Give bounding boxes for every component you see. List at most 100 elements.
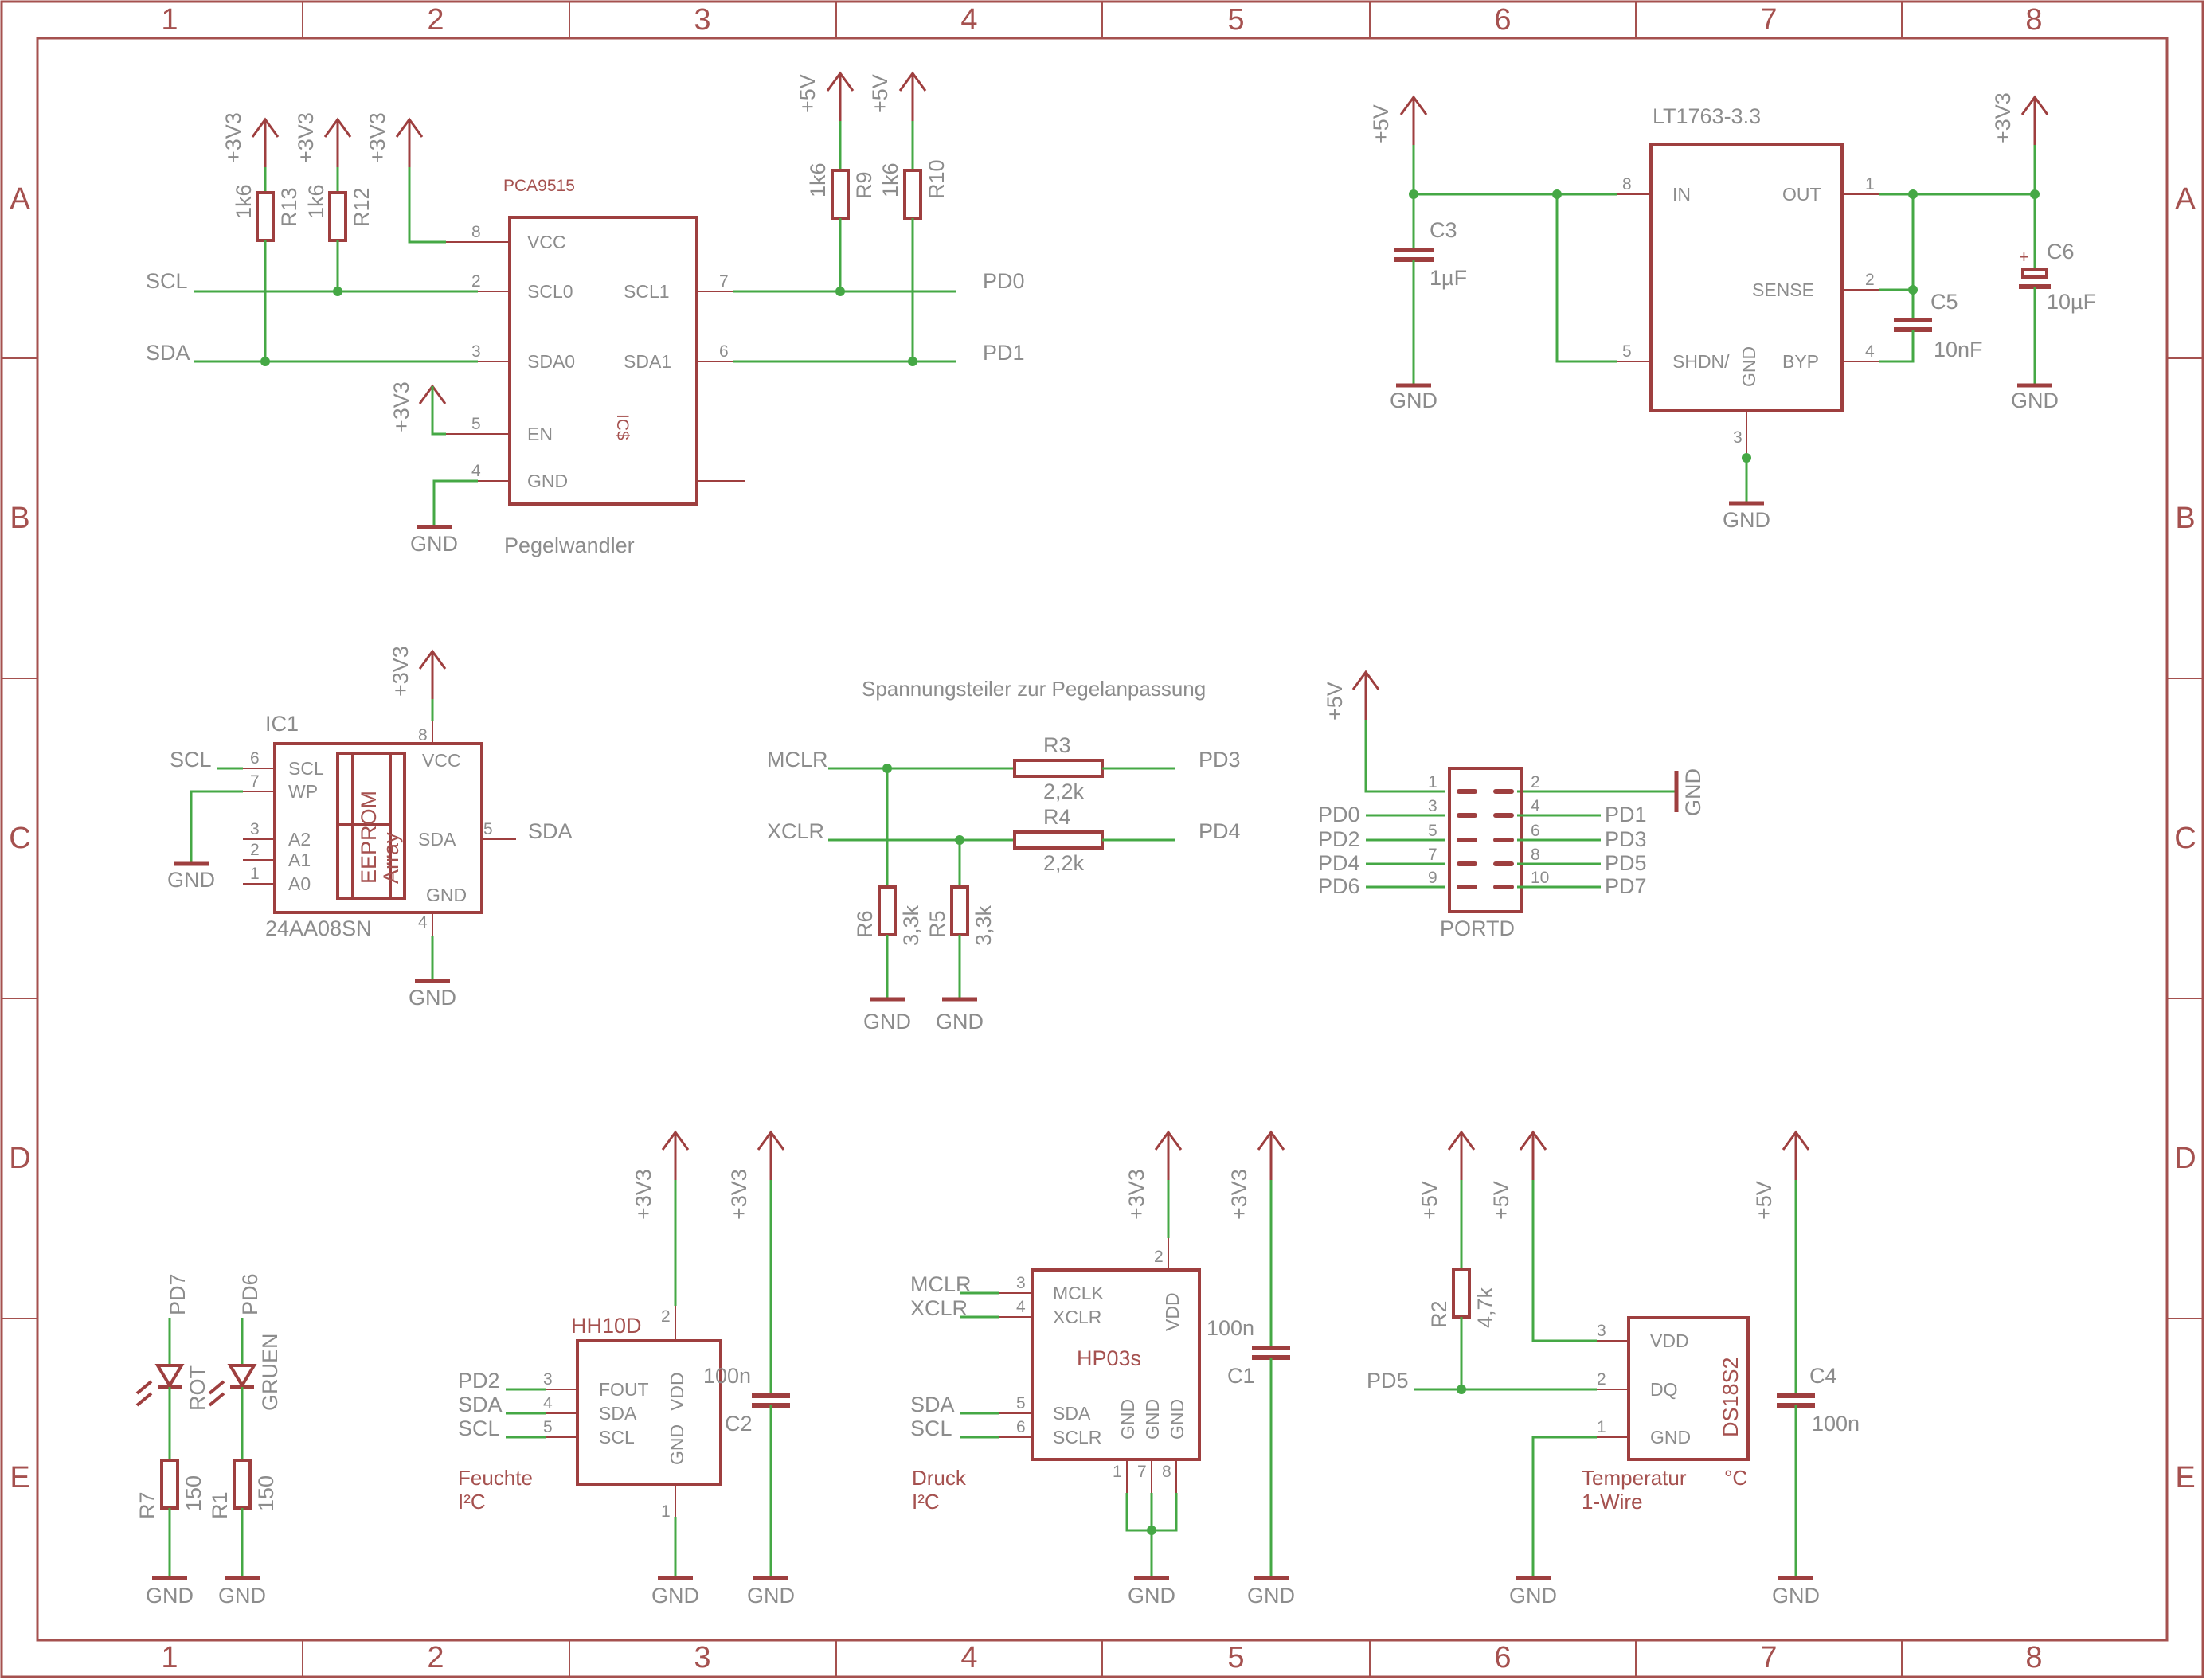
pin-name: SENSE [1752,279,1814,300]
portd-net-right: PD5 [1605,851,1647,875]
resistor-ref: R2 [1427,1300,1451,1328]
part-label: DS18S2 [1719,1357,1743,1437]
resistor-ref: R10 [925,159,949,199]
pin-name: GND [426,885,467,905]
pin-number: 3 [543,1370,553,1389]
led-gruen: PD6 GRUEN GND R1 150 [208,1273,282,1608]
part-ref: IC1 [265,712,299,736]
net-label-pd1: PD1 [983,341,1025,365]
col-label: 2 [427,3,444,37]
supply-label: +3V3 [221,112,245,163]
net-label: SDA [458,1393,503,1416]
net-label-pd3: PD3 [1199,748,1241,772]
portd-net-left: PD4 [1318,851,1360,875]
pin-name: GND [1142,1399,1163,1440]
pin-name: VDD [667,1372,687,1411]
led-section: PD7 ROT GND R7 150 PD6 GRUEN [135,1273,282,1608]
supply-label: +3V3 [366,112,389,163]
pin-name: WP [288,781,318,802]
pin-number: 3 [1733,428,1743,447]
pin-name: VDD [1650,1330,1689,1351]
net-label-xclr: XCLR [767,819,824,843]
cap-value: 10nF [1934,338,1983,361]
gnd-label: GND [1128,1584,1175,1608]
col-label: 1 [161,1641,178,1674]
pin-name: FOUT [599,1379,649,1400]
capacitor-c5: C5 10nF [1879,290,1983,363]
pin-name: DQ [1650,1379,1678,1400]
pin-number: 2 [1597,1370,1606,1389]
resistor-ref: R6 [853,910,877,938]
led-rot: PD7 ROT GND R7 150 [135,1273,209,1608]
part-desc: Druck [912,1466,967,1490]
cap-value: 100n [703,1364,751,1388]
pin-number: 7 [1428,846,1437,864]
part-desc: Temperatur [1582,1466,1687,1490]
part-desc: Feuchte [458,1466,533,1490]
resistor-ref: R7 [135,1491,159,1519]
capacitor-c2: +3V3 GND 100n C2 [703,1131,795,1608]
net-label-pd5: PD5 [1367,1369,1409,1393]
gnd-label: GND [167,868,215,892]
pin-name: GND [1167,1399,1187,1440]
pin-name: VCC [527,232,566,252]
pin-number: 8 [471,223,481,241]
net-label: XCLR [910,1296,968,1320]
part-ref: IC$ [613,414,632,440]
pin-name: A1 [288,850,311,870]
cap-ref: C5 [1930,290,1958,314]
pin-number: 6 [250,749,260,768]
pin-name: A0 [288,873,311,894]
pin-number: 5 [1622,342,1632,361]
net-label-mclr: MCLR [767,748,828,772]
pin-name: GND [1117,1399,1138,1440]
pin-number: 7 [719,272,729,291]
ds18s2-section: DS18S2 Temperatur 1-Wire °C 3 VDD 2 DQ 1… [1367,1131,1860,1608]
resistor-value: 3,3k [899,904,923,946]
pin-number: 8 [1162,1463,1171,1481]
pin-number: 1 [1597,1418,1606,1436]
eeprom-array-line2: Array [379,832,403,884]
pin-number: 3 [1016,1274,1026,1292]
divider-section: Spannungsteiler zur Pegelanpassung MCLR … [767,677,1241,1033]
row-label: B [2175,502,2195,535]
cap-value: 1µF [1430,266,1467,290]
supply-label: +3V3 [1227,1169,1251,1220]
gnd-label: GND [409,986,456,1010]
pin-number: 5 [1016,1394,1026,1412]
frame-row-dividers [2,357,2203,1319]
pin-number: 6 [1531,822,1540,840]
cap-value: 10µF [2047,290,2096,314]
resistor-ref: R13 [277,187,301,227]
col-label: 3 [694,3,710,37]
net-label-sda: SDA [528,819,573,843]
supply-label: +5V [1418,1181,1441,1220]
capacitor-c4: +5V GND C4 100n [1752,1131,1860,1608]
part-desc: 1-Wire [1582,1490,1643,1514]
pin-number: 1 [661,1502,671,1521]
pin-name: SDA [1053,1403,1091,1424]
resistor-value: 150 [254,1475,278,1511]
capacitor-c6: + C6 10µF GND [2011,194,2096,412]
net-label-scl: SCL [146,269,188,293]
net-label: SDA [910,1393,955,1416]
resistor-ref: R1 [208,1491,232,1519]
resistor-value: 3,3k [972,904,995,946]
pin-number: 8 [1531,846,1540,864]
resistor-ref: R9 [852,171,876,199]
gnd-label: GND [1509,1584,1557,1608]
pin-number: 4 [1865,342,1875,361]
supply-label: +5V [796,74,819,113]
resistor-value: 1k6 [304,184,328,219]
cap-ref: C4 [1809,1364,1837,1388]
frame-column-labels-bottom: 1 2 3 4 5 6 7 8 [161,1641,2042,1674]
net-label: PD7 [166,1273,190,1315]
cap-ref: C3 [1430,218,1457,242]
resistor-r12: +3V3 1k6 R12 [294,112,374,291]
pin-number: 4 [1531,797,1540,815]
resistor-value: 4,7k [1473,1287,1497,1328]
pin-name: XCLR [1053,1307,1101,1327]
part-value: Pegelwandler [504,533,635,557]
supply-label: +5V [1323,682,1347,721]
